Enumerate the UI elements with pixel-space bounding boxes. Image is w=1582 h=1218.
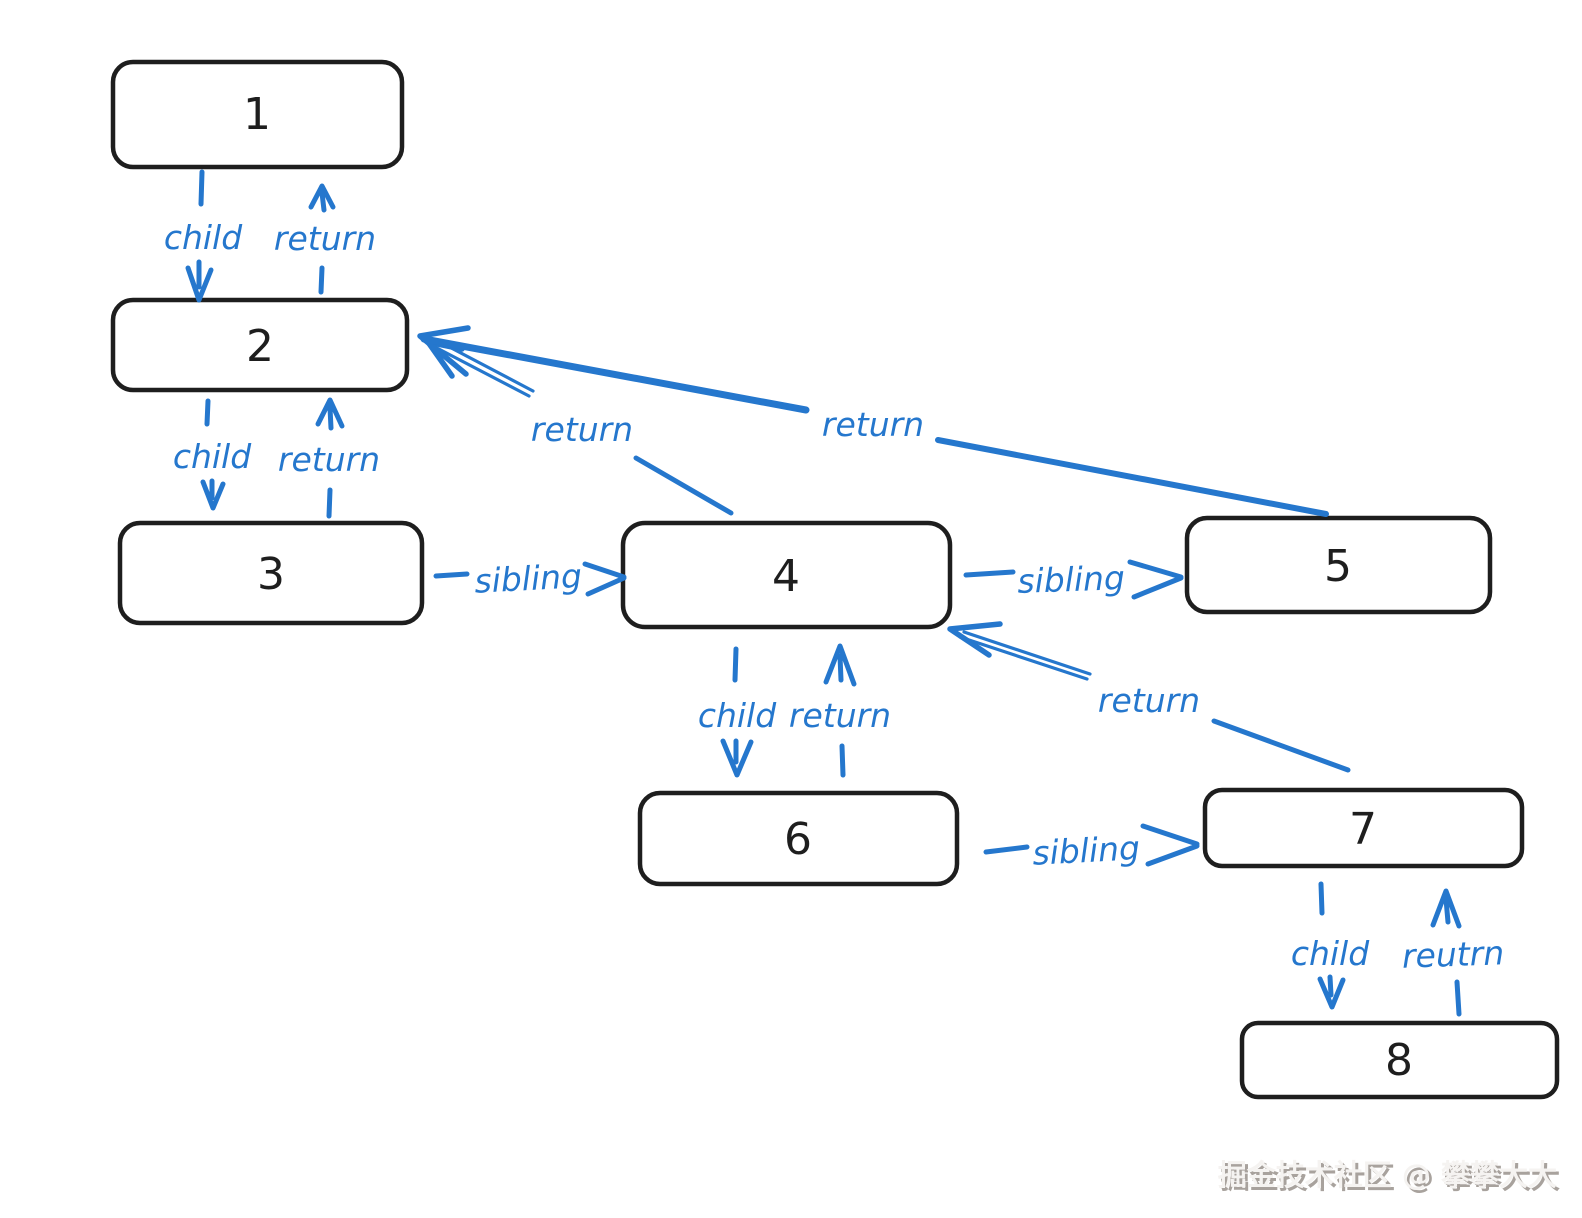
node-7: 7 bbox=[1202, 787, 1525, 869]
edge-5-2-return: return bbox=[417, 325, 1329, 517]
edge-1-2-child: child bbox=[164, 169, 243, 303]
edge-2-3-child: child bbox=[173, 398, 252, 511]
arrow-up-left-icon bbox=[417, 325, 471, 377]
arrow-down-icon bbox=[720, 738, 754, 778]
edge-4-5-sibling: sibling bbox=[963, 558, 1184, 601]
edge-3-4-sibling-dash bbox=[433, 571, 470, 579]
node-8-label: 8 bbox=[1385, 1035, 1413, 1086]
edge-2-3-child-dash bbox=[204, 398, 211, 427]
edge-3-4-sibling: sibling bbox=[433, 556, 627, 601]
edge-6-4-return: return bbox=[789, 643, 891, 778]
edge-3-2-return-label: return bbox=[278, 440, 380, 479]
node-6-label: 6 bbox=[784, 814, 812, 865]
edge-1-2-child-dash bbox=[198, 169, 205, 207]
edge-8-7-return-label: reutrn bbox=[1401, 933, 1505, 976]
arrow-down-icon bbox=[1317, 974, 1346, 1010]
arrow-up-icon bbox=[823, 643, 857, 687]
edge-6-4-return-dash bbox=[839, 743, 846, 778]
edge-4-5-sibling-dash bbox=[963, 569, 1016, 578]
node-5-box bbox=[1184, 515, 1493, 615]
arrow-up-icon bbox=[1430, 888, 1462, 929]
edge-3-2-return: return bbox=[278, 397, 380, 519]
arrow-right-icon bbox=[582, 561, 627, 597]
node-2: 2 bbox=[110, 297, 410, 393]
edge-4-2-return-segment bbox=[633, 455, 734, 516]
edge-1-2-child-label: child bbox=[164, 218, 243, 257]
edge-4-2-return-shaft-a bbox=[431, 344, 531, 398]
edge-4-5-sibling-label: sibling bbox=[1017, 558, 1126, 601]
edge-5-2-return-shaft-a bbox=[420, 335, 810, 414]
edge-3-4-sibling-label: sibling bbox=[473, 556, 582, 601]
edge-2-1-return-label: return bbox=[274, 219, 376, 258]
edge-7-4-return: return bbox=[947, 621, 1351, 773]
edge-7-4-return-shaft-b bbox=[962, 630, 1092, 676]
node-2-box bbox=[110, 297, 410, 393]
edge-5-2-return-label: return bbox=[822, 405, 924, 444]
edge-4-6-child: child bbox=[698, 646, 777, 778]
node-4-label: 4 bbox=[772, 551, 800, 602]
edge-8-7-return-dash bbox=[1454, 979, 1462, 1017]
edge-4-2-return-label: return bbox=[531, 410, 633, 449]
edge-8-7-return: reutrn bbox=[1401, 888, 1505, 1017]
node-1: 1 bbox=[110, 59, 405, 170]
edge-2-1-return: return bbox=[274, 183, 376, 295]
node-2-label: 2 bbox=[246, 321, 274, 372]
edge-7-8-child-label: child bbox=[1291, 934, 1370, 973]
edge-4-6-child-label: child bbox=[698, 696, 777, 735]
edge-6-7-sibling-label: sibling bbox=[1031, 828, 1140, 873]
watermark-text: 掘金技术社区 @ 攀攀大大 bbox=[1218, 1158, 1557, 1192]
node-6-box bbox=[637, 790, 960, 887]
node-6: 6 bbox=[637, 790, 960, 887]
edge-6-4-return-label: return bbox=[789, 696, 891, 735]
edge-5-2-return-shaft-b bbox=[935, 437, 1329, 517]
edge-4-2-return-shaft-b bbox=[436, 339, 535, 393]
node-1-box bbox=[110, 59, 405, 170]
node-5-label: 5 bbox=[1324, 541, 1352, 592]
node-3: 3 bbox=[117, 520, 425, 626]
edge-3-2-return-dash bbox=[326, 487, 333, 519]
edge-7-4-return-segment bbox=[1211, 718, 1351, 773]
edge-7-8-child: child bbox=[1291, 881, 1370, 1010]
edge-4-6-child-dash bbox=[732, 646, 739, 683]
edge-7-4-return-label: return bbox=[1098, 681, 1200, 720]
watermark-shadow-text: 掘金技术社区 @ 攀攀大大 bbox=[1221, 1161, 1560, 1195]
arrow-down-icon bbox=[185, 259, 214, 303]
node-7-box bbox=[1202, 787, 1525, 869]
edge-6-7-sibling: sibling bbox=[983, 823, 1200, 873]
node-8: 8 bbox=[1239, 1020, 1560, 1100]
edge-6-7-sibling-dash bbox=[983, 844, 1030, 855]
edge-2-3-child-label: child bbox=[173, 437, 252, 476]
node-3-box bbox=[117, 520, 425, 626]
node-5: 5 bbox=[1184, 515, 1493, 615]
node-1-label: 1 bbox=[243, 89, 271, 140]
node-3-label: 3 bbox=[257, 549, 285, 600]
arrow-right-icon bbox=[1127, 559, 1184, 600]
node-7-label: 7 bbox=[1349, 804, 1377, 855]
arrow-right-icon bbox=[1140, 823, 1200, 867]
node-4: 4 bbox=[620, 520, 953, 630]
edge-2-1-return-dash bbox=[318, 265, 325, 295]
edge-7-4-return-shaft-a bbox=[958, 635, 1089, 681]
arrow-down-icon bbox=[200, 478, 226, 511]
node-8-box bbox=[1239, 1020, 1560, 1100]
watermark: 掘金技术社区 @ 攀攀大大 掘金技术社区 @ 攀攀大大 bbox=[1218, 1158, 1560, 1195]
edge-7-8-child-dash bbox=[1318, 881, 1325, 916]
arrow-up-icon bbox=[308, 183, 336, 213]
arrow-up-icon bbox=[315, 397, 345, 431]
arrow-up-left-icon bbox=[947, 621, 1003, 658]
